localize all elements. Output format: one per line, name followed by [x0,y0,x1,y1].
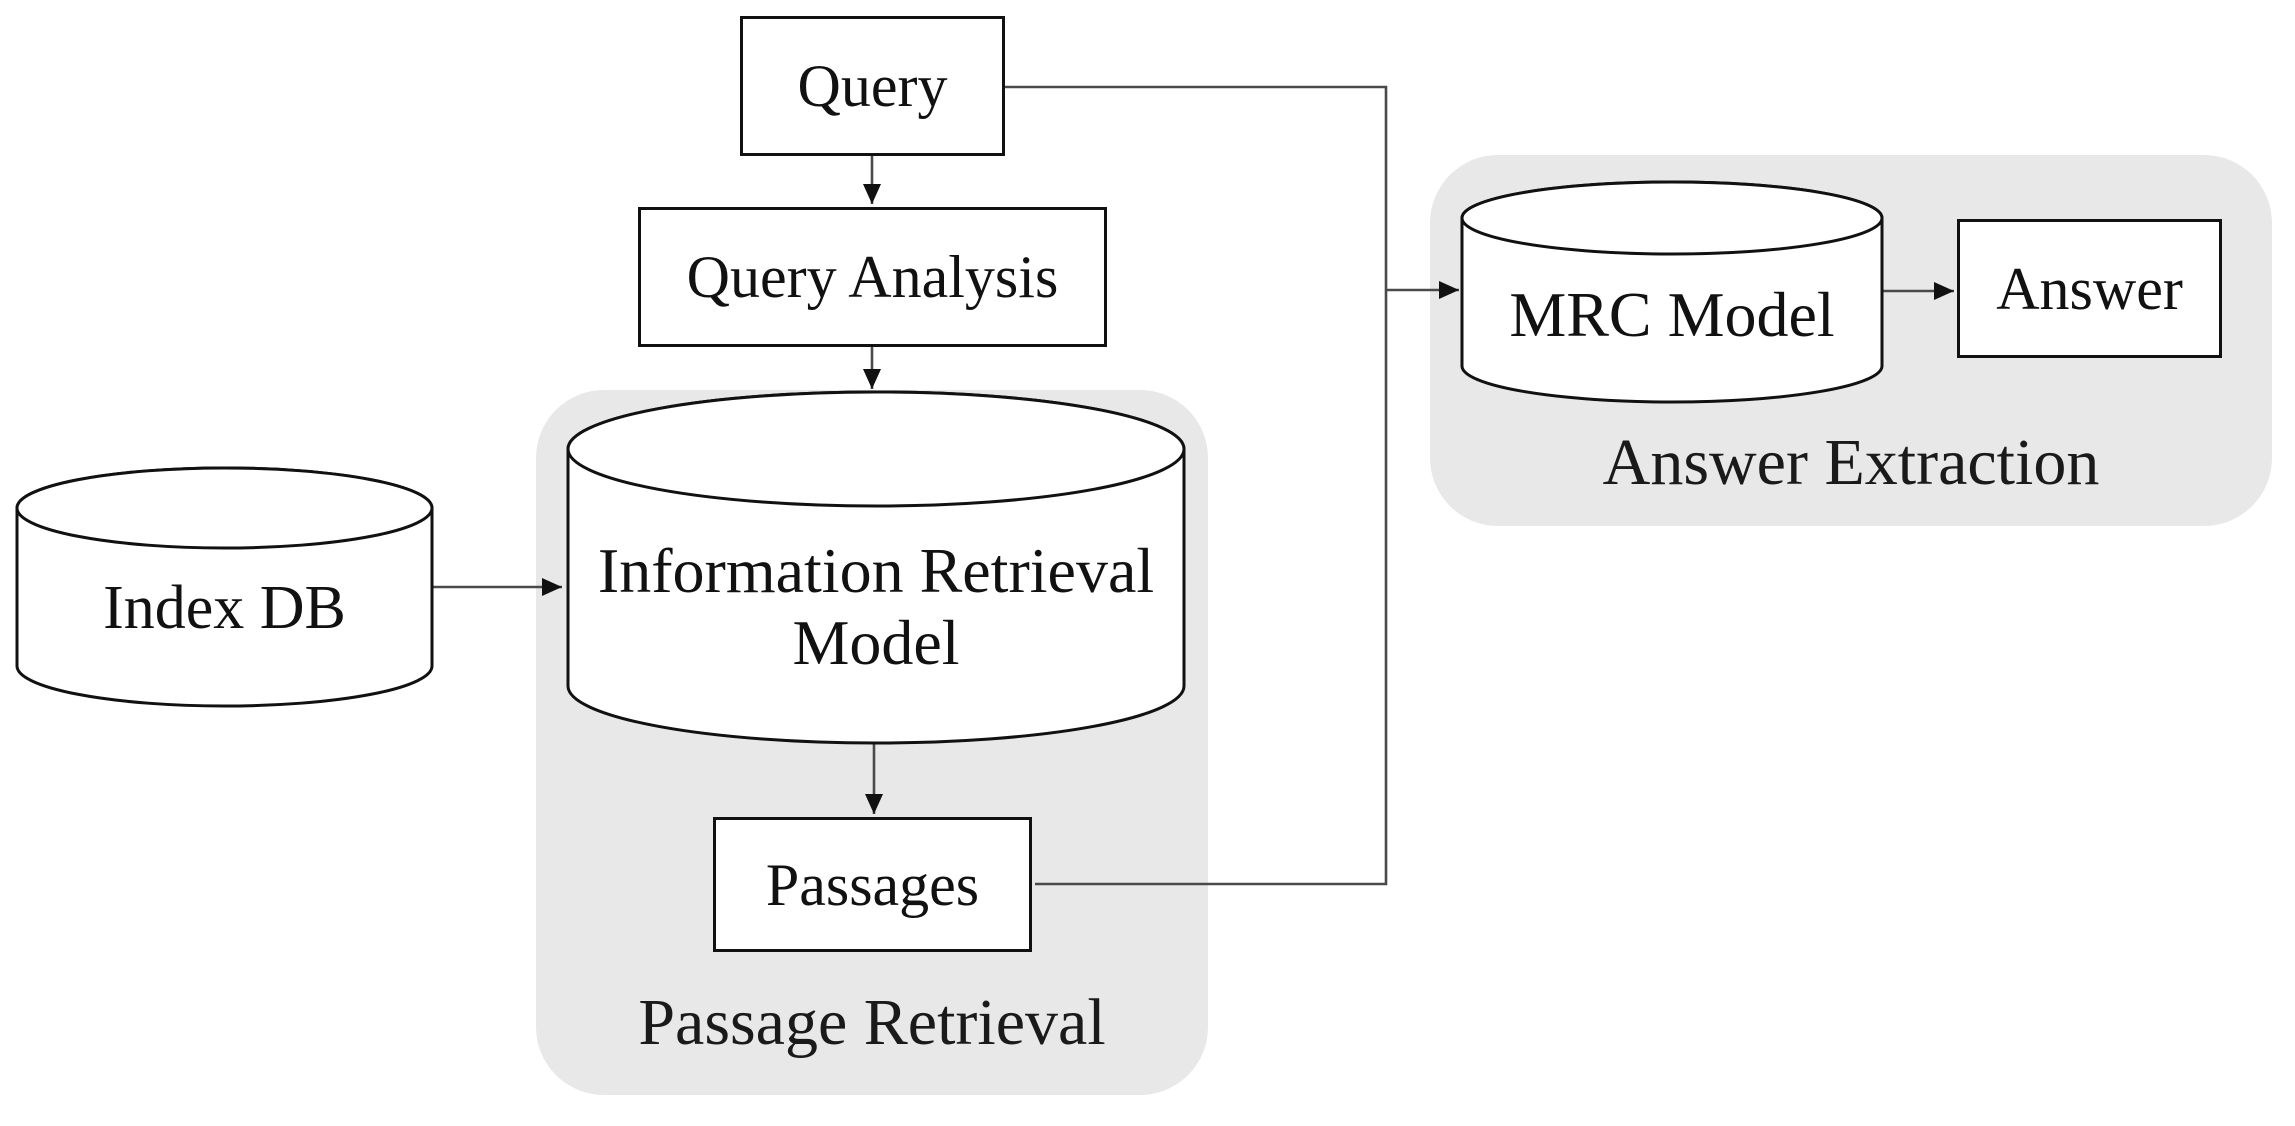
connector-query-passages-junction [1005,85,1388,886]
index-db-cylinder-shape [15,466,434,708]
query-analysis-node-label: Query Analysis [686,244,1059,310]
passages-node-label: Passages [765,851,980,918]
passage-retrieval-group-label: Passage Retrieval [638,986,1106,1059]
answer-node: Answer [1957,219,2222,358]
mrc-model-cylinder-shape [1460,180,1884,404]
mrc-model-label: MRC Model [1509,279,1835,350]
information-retrieval-model-label: Information Retrieval Model [568,535,1184,679]
ir-model-label-line1: Information Retrieval [597,535,1155,606]
query-node-label: Query [797,53,948,119]
answer-extraction-group-label: Answer Extraction [1602,426,2100,499]
index-db-label: Index DB [103,574,346,642]
information-retrieval-model-cylinder-shape [566,390,1186,745]
query-node: Query [740,16,1005,156]
ir-model-label-line2: Model [792,607,960,678]
answer-node-label: Answer [1996,255,2183,322]
query-analysis-node: Query Analysis [638,207,1107,347]
passages-node: Passages [713,817,1032,952]
